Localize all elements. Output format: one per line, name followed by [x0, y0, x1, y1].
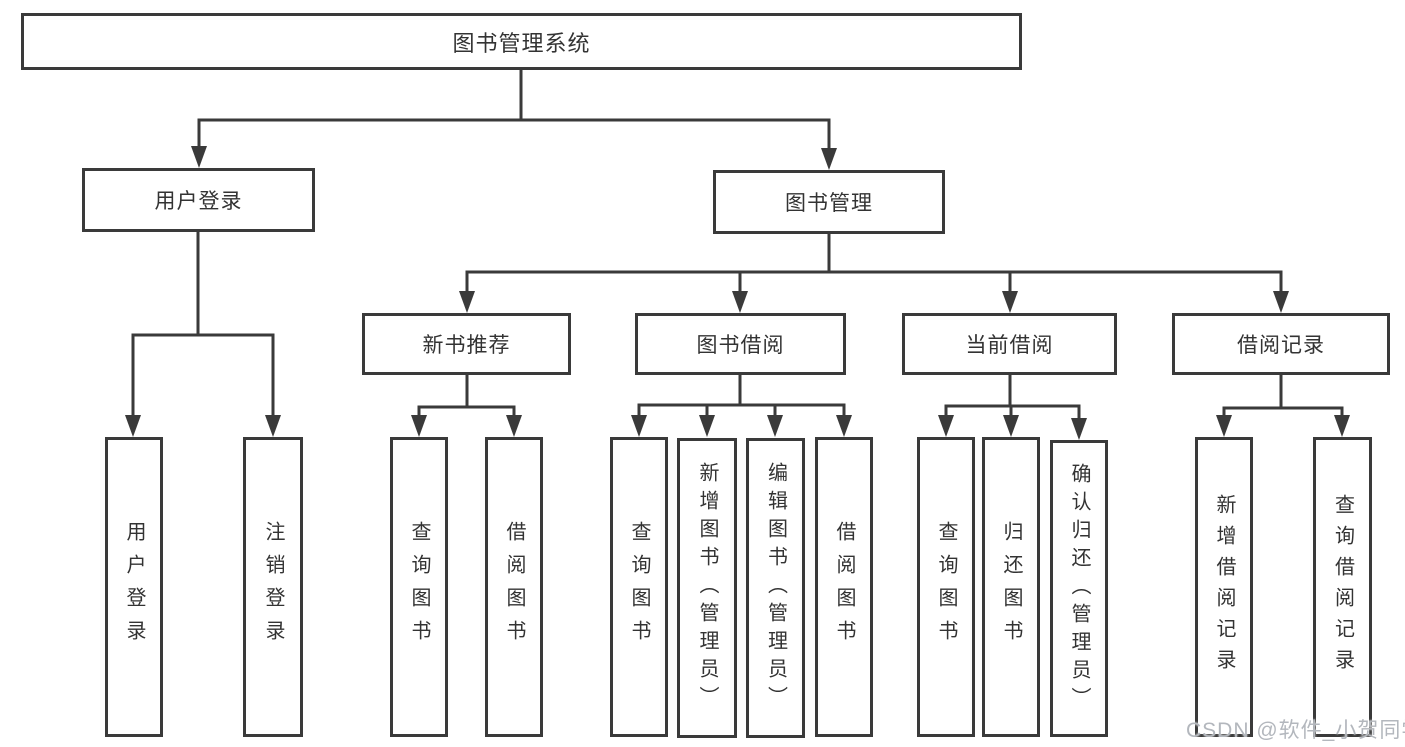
arrow-icon — [191, 146, 207, 168]
node-leaf-borrow-books-1: 借阅图书 — [485, 437, 543, 737]
arrow-icon — [1216, 415, 1232, 437]
node-leaf-edit-books-admin: 编辑图书（管理员） — [746, 438, 805, 738]
node-book-borrowing: 图书借阅 — [635, 313, 846, 375]
arrow-icon — [411, 415, 427, 437]
arrow-icon — [938, 415, 954, 437]
connector-new-book-rec — [417, 373, 516, 418]
arrow-icon — [699, 415, 715, 437]
node-leaf-confirm-return-admin: 确认归还（管理员） — [1050, 440, 1108, 737]
connector-root — [197, 67, 831, 151]
node-user-login-branch: 用户登录 — [82, 168, 315, 232]
node-borrowing-records: 借阅记录 — [1172, 313, 1390, 375]
arrow-icon — [125, 415, 141, 437]
node-leaf-return-books: 归还图书 — [982, 437, 1040, 737]
node-current-borrowing: 当前借阅 — [902, 313, 1117, 375]
node-new-book-recommend: 新书推荐 — [362, 313, 571, 375]
node-leaf-query-books-3: 查询图书 — [917, 437, 975, 737]
node-leaf-user-login: 用户登录 — [105, 437, 163, 737]
arrow-icon — [732, 291, 748, 313]
connector-current-borrow — [944, 373, 1081, 421]
node-leaf-add-borrow-record: 新增借阅记录 — [1195, 437, 1253, 737]
connector-user-login — [131, 230, 275, 418]
arrow-icon — [836, 415, 852, 437]
node-library-system: 图书管理系统 — [21, 13, 1022, 70]
arrow-icon — [1003, 415, 1019, 437]
node-leaf-query-books-1: 查询图书 — [390, 437, 448, 737]
node-leaf-borrow-books-2: 借阅图书 — [815, 437, 873, 737]
arrow-icon — [1334, 415, 1350, 437]
node-leaf-logout: 注销登录 — [243, 437, 303, 737]
node-leaf-query-borrow-record: 查询借阅记录 — [1313, 437, 1372, 737]
arrow-icon — [506, 415, 522, 437]
node-book-management: 图书管理 — [713, 170, 945, 234]
arrow-icon — [821, 148, 837, 170]
arrow-icon — [1002, 291, 1018, 313]
connector-borrow-records — [1222, 373, 1344, 418]
node-leaf-query-books-2: 查询图书 — [610, 437, 668, 737]
arrow-icon — [265, 415, 281, 437]
arrow-icon — [1273, 291, 1289, 313]
arrow-icon — [459, 291, 475, 313]
arrow-icon — [1071, 418, 1087, 440]
connector-book-mgmt — [465, 232, 1283, 294]
node-leaf-add-books-admin: 新增图书（管理员） — [677, 438, 737, 738]
connector-book-borrow — [637, 373, 846, 418]
arrow-icon — [767, 415, 783, 437]
arrow-icon — [631, 415, 647, 437]
